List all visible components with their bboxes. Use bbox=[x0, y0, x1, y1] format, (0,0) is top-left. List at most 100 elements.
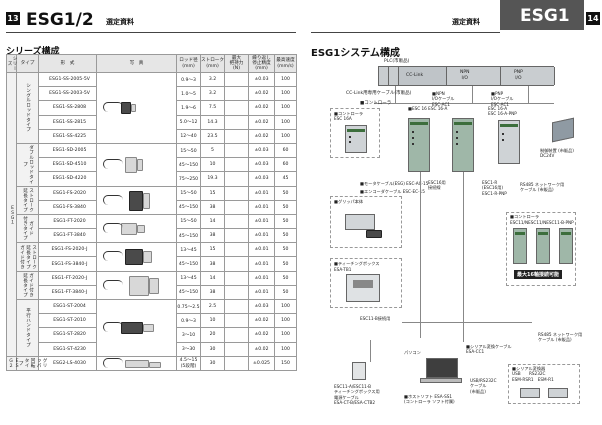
grip-force-cell bbox=[224, 228, 249, 244]
network-dash-frame bbox=[506, 212, 576, 286]
npn-cable-label: ■NPN I/Oケーブル ESC-AC1 bbox=[432, 91, 455, 107]
speed-cell: 100 bbox=[274, 71, 297, 88]
model-cell: ESG1-SS-2815 bbox=[38, 114, 97, 130]
repeatability-cell: ±0.01 bbox=[248, 213, 275, 230]
rod-diameter-cell: 45～150 bbox=[176, 157, 201, 173]
product-photo-cell bbox=[96, 270, 177, 301]
network-controller-1 bbox=[513, 228, 527, 264]
speed-cell: 100 bbox=[274, 114, 297, 130]
model-cell: ESG1-SS-4225 bbox=[38, 128, 97, 144]
stroke-cell: 7.5 bbox=[200, 100, 225, 116]
brand-title-right: ESG1 bbox=[520, 6, 570, 26]
speed-cell: 50 bbox=[274, 270, 297, 286]
repeatability-cell: ±0.01 bbox=[248, 185, 275, 201]
controller-npn-label: ■ESC 16 ESC 16-A bbox=[408, 106, 448, 111]
col-stroke: ストローク (mm) bbox=[200, 54, 225, 73]
model-cell: ESG1-ST-4230 bbox=[38, 341, 97, 357]
stroke-cell: 14.3 bbox=[200, 114, 225, 130]
brand-block-right: ESG1 bbox=[500, 0, 584, 30]
network-title: ■コントローラ bbox=[510, 214, 540, 219]
adapter-dash-frame bbox=[508, 364, 580, 404]
grip-force-cell bbox=[224, 284, 249, 301]
teaching-power-cable-label: ESC11-A/ESC11-B ティーチングボックス用 電源ケーブル ESA-C… bbox=[334, 384, 380, 405]
stroke-cell: 15 bbox=[200, 185, 225, 201]
stroke-cell: 38 bbox=[200, 199, 225, 215]
robot-controller-image bbox=[552, 117, 574, 143]
wire-pnp bbox=[528, 86, 529, 104]
product-photo-cell bbox=[96, 72, 177, 144]
grip-force-cell bbox=[224, 100, 249, 116]
repeatability-cell: ±0.03 bbox=[248, 157, 275, 173]
col-photo: 写 真 bbox=[96, 54, 177, 73]
col-repeat: 繰り返し 停止精度 (mm) bbox=[248, 54, 275, 73]
header-rule-right bbox=[311, 32, 500, 33]
rod-diameter-cell: 0.9～3 bbox=[176, 71, 201, 88]
product-photo-cell bbox=[96, 185, 177, 215]
repeatability-cell: ±0.02 bbox=[248, 100, 275, 116]
speed-cell: 100 bbox=[274, 86, 297, 102]
grip-force-cell bbox=[224, 341, 249, 357]
model-cell: ESG1-FS-2020 bbox=[38, 185, 97, 201]
repeatability-cell: ±0.01 bbox=[248, 270, 275, 286]
wire-teaching-down bbox=[370, 340, 371, 362]
pc-label: パソコン bbox=[404, 350, 421, 355]
product-image bbox=[97, 357, 177, 371]
model-cell: ESG1-FS-3840 bbox=[38, 199, 97, 215]
grip-force-cell bbox=[224, 313, 249, 329]
plc-cc-link-label: CC-Link bbox=[406, 73, 424, 78]
col-type: タイプ bbox=[16, 54, 39, 73]
col-rod-dia: ロッド径 (mm) bbox=[176, 54, 201, 73]
rod-diameter-cell: 13～45 bbox=[176, 242, 201, 258]
network-model: ESC11/NESC11/NESC11-B-PNP bbox=[510, 220, 574, 225]
pnp-cable-label: ■PNP I/Oケーブル ESC-AC1 bbox=[491, 91, 514, 107]
rod-diameter-cell: 75～250 bbox=[176, 171, 201, 187]
controller-box-title: ■コントローラ ESC 16A bbox=[334, 111, 364, 122]
repeatability-cell: ±0.03 bbox=[248, 142, 275, 159]
grip-force-cell bbox=[224, 142, 249, 159]
grip-force-cell bbox=[224, 128, 249, 144]
network-controller-3 bbox=[559, 228, 573, 264]
rod-diameter-cell: 15～50 bbox=[176, 185, 201, 201]
stroke-cell: 10 bbox=[200, 313, 225, 329]
plc-npn-label: NPN I/O bbox=[460, 70, 470, 81]
adapter-rs232c-image bbox=[548, 388, 568, 398]
model-cell: ESG1-SD-4510 bbox=[38, 157, 97, 173]
rod-diameter-cell: 0.75～2.5 bbox=[176, 298, 201, 315]
stroke-cell: 10 bbox=[200, 157, 225, 173]
brand-title-left: ESG1/2 bbox=[26, 10, 94, 30]
grip-force-cell bbox=[224, 256, 249, 272]
motor-cable-label: ■モータケーブル(ESG) ESC-AC-15 bbox=[360, 181, 429, 186]
wire-horizontal-1 bbox=[402, 322, 532, 323]
series-spec-table: シリーズ タイプ 形 式 写 真 ロッド径 (mm) ストローク (mm) 最大… bbox=[6, 54, 297, 371]
model-cell: ESG1-SS-2005-5V bbox=[38, 71, 97, 88]
plc-unit bbox=[378, 66, 555, 86]
teaching-box-model: ESA-TB1 bbox=[334, 267, 352, 272]
stroke-cell: 3.2 bbox=[200, 71, 225, 88]
repeatability-cell: ±0.01 bbox=[248, 242, 275, 258]
model-cell: ESG1-SD-2005 bbox=[38, 142, 97, 159]
stroke-cell: 38 bbox=[200, 284, 225, 301]
series-cell-esg2: ＥＳＧ２ bbox=[6, 355, 19, 371]
speed-cell: 50 bbox=[274, 199, 297, 215]
controller-esc16a-pnp-image bbox=[498, 120, 520, 164]
product-photo-cell bbox=[96, 355, 177, 371]
stroke-cell: 38 bbox=[200, 256, 225, 272]
controller-pnp-image bbox=[452, 118, 474, 172]
product-image bbox=[97, 272, 177, 300]
speed-cell: 50 bbox=[274, 242, 297, 258]
esc1-cable-label: ESC11-B接続用 bbox=[360, 316, 391, 321]
stroke-cell: 15 bbox=[200, 242, 225, 258]
type-cell: グリッパ 回転タイプ bbox=[16, 355, 47, 371]
repeatability-cell: ±0.02 bbox=[248, 114, 275, 130]
repeatability-cell: ±0.02 bbox=[248, 313, 275, 329]
rod-diameter-cell: 0.9～3 bbox=[176, 313, 201, 329]
stroke-cell: 14 bbox=[200, 213, 225, 230]
rod-diameter-cell: 3～10 bbox=[176, 327, 201, 343]
cc-link-cable-label: CC-Link用専用ケーブル(市販品) bbox=[346, 91, 412, 96]
